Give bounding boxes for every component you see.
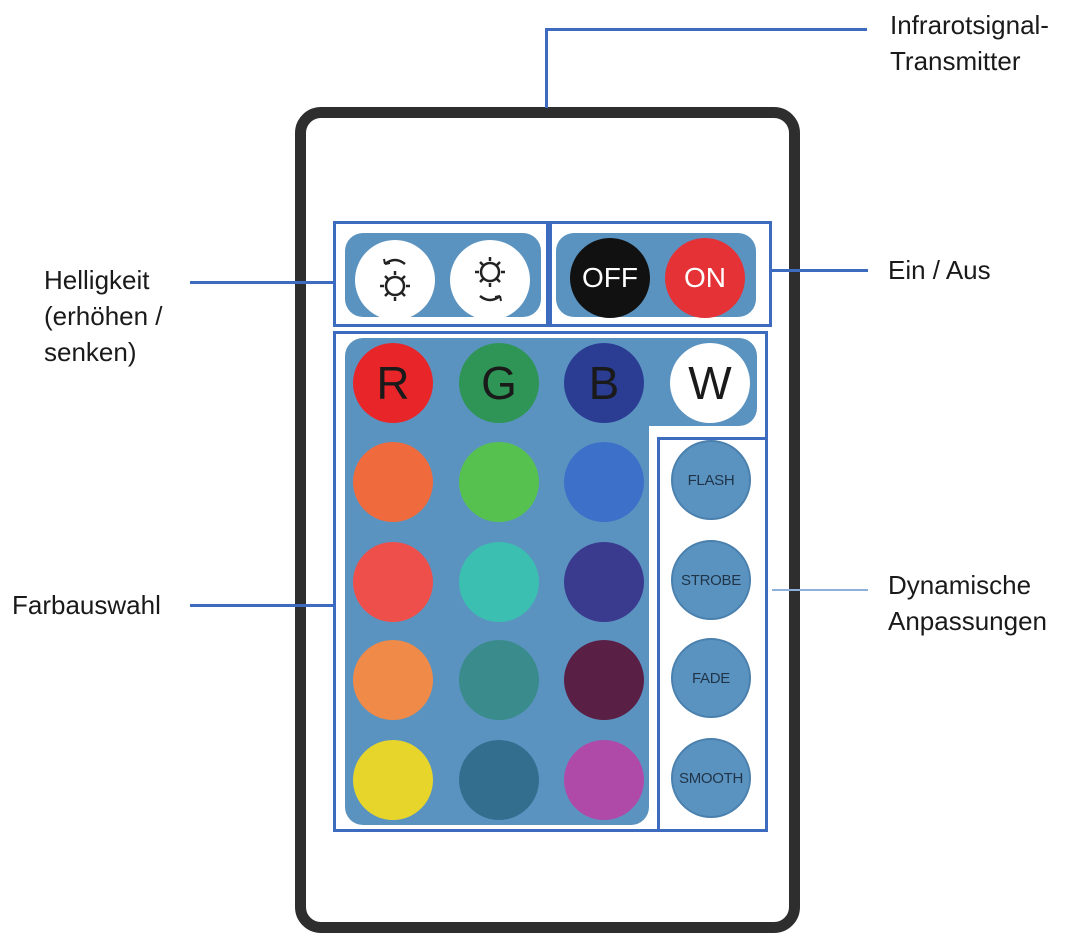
strobe-button[interactable]: STROBE bbox=[671, 540, 751, 620]
transmitter-label-2: Transmitter bbox=[890, 46, 1021, 76]
blue-button[interactable]: B bbox=[564, 343, 644, 423]
dynamic-line bbox=[772, 589, 868, 591]
transmitter-line-horizontal bbox=[545, 28, 867, 31]
brightness-up-button[interactable] bbox=[355, 240, 435, 320]
power-line bbox=[772, 269, 868, 272]
brightness-group-outline bbox=[333, 221, 549, 327]
white-button[interactable]: W bbox=[670, 343, 750, 423]
flash-button[interactable]: FLASH bbox=[671, 440, 751, 520]
smooth-button[interactable]: SMOOTH bbox=[671, 738, 751, 818]
brightness-label-3: senken) bbox=[44, 337, 137, 367]
color-label: Farbauswahl bbox=[12, 590, 161, 620]
brightness-label-1: Helligkeit bbox=[44, 265, 150, 295]
power-label: Ein / Aus bbox=[888, 255, 991, 285]
dynamic-label-2: Anpassungen bbox=[888, 606, 1048, 636]
color-swatch-button[interactable] bbox=[353, 442, 433, 522]
color-swatch-button[interactable] bbox=[564, 542, 644, 622]
dynamic-group-outline bbox=[657, 437, 768, 832]
color-line bbox=[190, 604, 333, 607]
color-swatch-button[interactable] bbox=[459, 442, 539, 522]
dynamic-label-1: Dynamische bbox=[888, 570, 1032, 600]
color-swatch-button[interactable] bbox=[353, 640, 433, 720]
brightness-label-2: (erhöhen / bbox=[44, 301, 163, 331]
color-swatch-button[interactable] bbox=[459, 640, 539, 720]
brightness-down-icon bbox=[475, 257, 505, 302]
color-swatch-button[interactable] bbox=[564, 640, 644, 720]
fade-button[interactable]: FADE bbox=[671, 638, 751, 718]
green-button[interactable]: G bbox=[459, 343, 539, 423]
color-swatch-button[interactable] bbox=[459, 542, 539, 622]
brightness-line bbox=[190, 281, 333, 284]
brightness-up-icon bbox=[380, 258, 410, 301]
power-group-outline bbox=[549, 221, 772, 327]
color-swatch-button[interactable] bbox=[353, 542, 433, 622]
transmitter-label-1: Infrarotsignal- bbox=[890, 10, 1049, 40]
off-button[interactable]: OFF bbox=[570, 238, 650, 318]
color-swatch-button[interactable] bbox=[353, 740, 433, 820]
brightness-down-button[interactable] bbox=[450, 240, 530, 320]
transmitter-line-vertical bbox=[545, 28, 548, 108]
color-swatch-button[interactable] bbox=[459, 740, 539, 820]
color-swatch-button[interactable] bbox=[564, 740, 644, 820]
color-swatch-button[interactable] bbox=[564, 442, 644, 522]
on-button[interactable]: ON bbox=[665, 238, 745, 318]
red-button[interactable]: R bbox=[353, 343, 433, 423]
